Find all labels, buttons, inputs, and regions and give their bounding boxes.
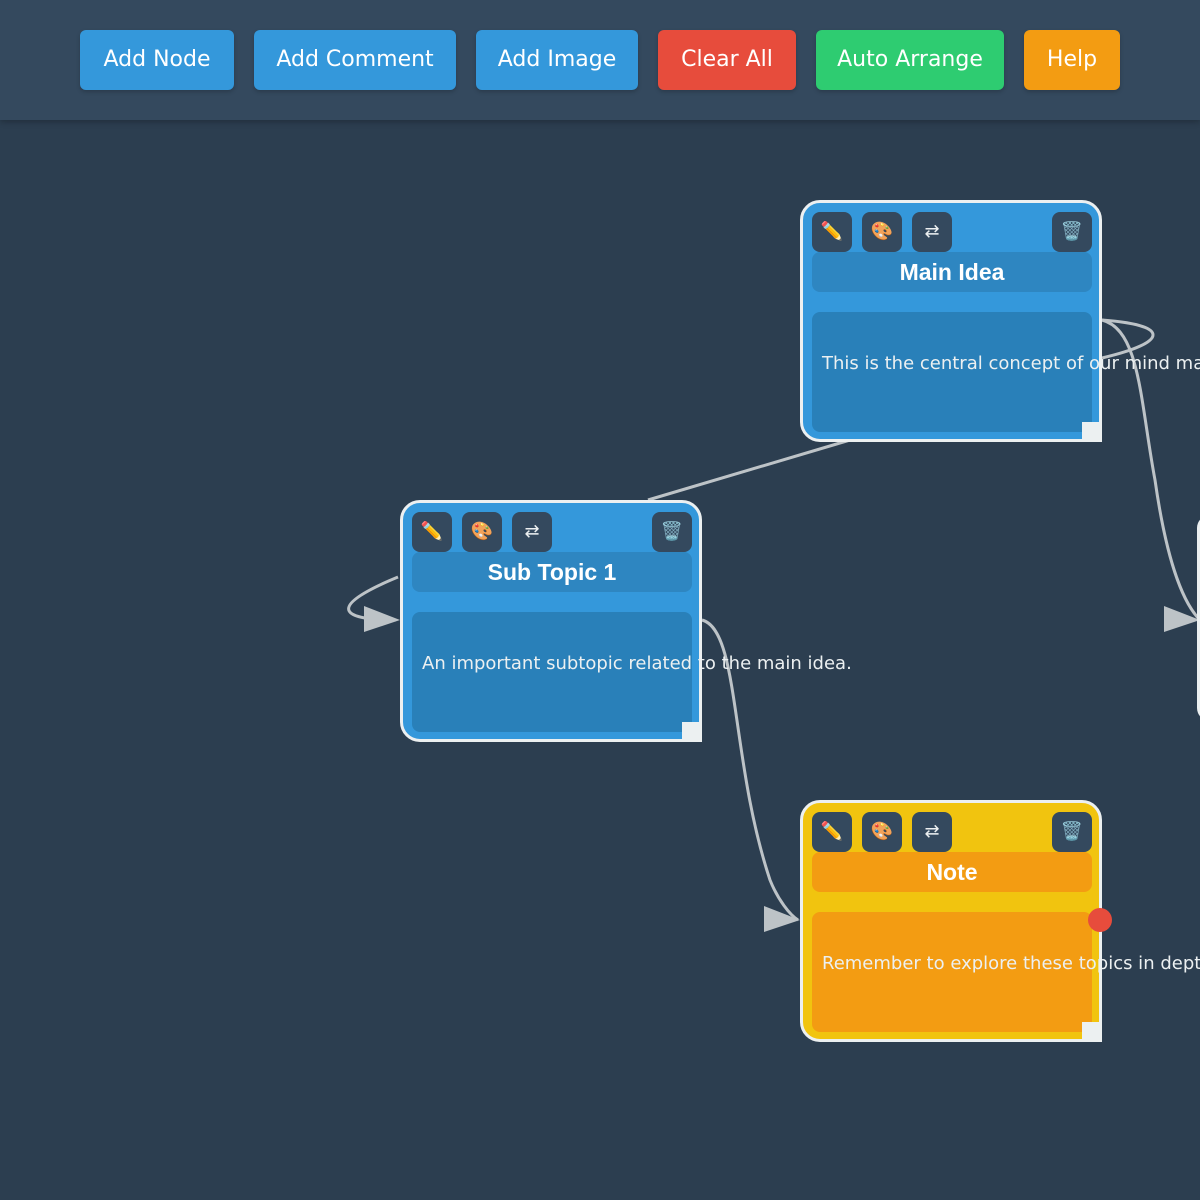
link-main-to-offscreen[interactable] [1101, 318, 1155, 360]
resize-handle[interactable] [1082, 1022, 1102, 1042]
add-image-button[interactable]: Add Image [476, 30, 638, 90]
help-button[interactable]: Help [1024, 30, 1120, 90]
node-title[interactable]: Sub Topic 1 [412, 552, 692, 592]
swap-arrows-icon: ⇄ [924, 821, 940, 842]
delete-node-button[interactable]: 🗑️ [652, 512, 692, 552]
pencil-icon: ✏️ [820, 221, 844, 242]
connect-node-button[interactable]: ⇄ [912, 212, 952, 252]
node-title[interactable]: Main Idea [812, 252, 1092, 292]
node-title[interactable]: Note [812, 852, 1092, 892]
palette-icon: 🎨 [870, 821, 894, 842]
node-text: An important subtopic related to the mai… [422, 653, 852, 674]
edit-node-button[interactable]: ✏️ [412, 512, 452, 552]
edit-node-button[interactable]: ✏️ [812, 212, 852, 252]
node-body[interactable]: An important subtopic related to the mai… [412, 612, 852, 732]
trash-icon: 🗑️ [1060, 821, 1084, 842]
connector-dot[interactable] [1088, 908, 1112, 932]
resize-handle[interactable] [682, 722, 702, 742]
link-subtopic-to-note[interactable] [701, 618, 799, 922]
pencil-icon: ✏️ [420, 521, 444, 542]
connect-node-button[interactable]: ⇄ [512, 512, 552, 552]
link-arrowhead [764, 906, 800, 932]
node-body[interactable]: This is the central concept of our mind … [812, 312, 1200, 432]
color-node-button[interactable]: 🎨 [862, 212, 902, 252]
swap-arrows-icon: ⇄ [924, 221, 940, 242]
trash-icon: 🗑️ [1060, 221, 1084, 242]
swap-arrows-icon: ⇄ [524, 521, 540, 542]
color-node-button[interactable]: 🎨 [862, 812, 902, 852]
offscreen-node-edge[interactable] [1197, 515, 1200, 721]
node-sub-topic-1[interactable]: ✏️ 🎨 ⇄ 🗑️ Sub Topic 1 An important subto… [400, 500, 852, 742]
delete-node-button[interactable]: 🗑️ [1052, 812, 1092, 852]
mind-map-canvas[interactable]: ✏️ 🎨 ⇄ 🗑️ Main Idea This is the central … [0, 120, 1200, 1200]
node-body[interactable]: Remember to explore these topics in dept… [812, 912, 1200, 1032]
link-arrowhead [364, 606, 400, 632]
color-node-button[interactable]: 🎨 [462, 512, 502, 552]
node-text: This is the central concept of our mind … [822, 353, 1200, 374]
node-note[interactable]: ✏️ 🎨 ⇄ 🗑️ Note Remember to explore these… [800, 800, 1200, 1042]
link-arrowhead [1164, 606, 1200, 632]
node-text: Remember to explore these topics in dept… [822, 953, 1200, 974]
toolbar: Add Node Add Comment Add Image Clear All… [0, 0, 1200, 120]
palette-icon: 🎨 [470, 521, 494, 542]
connect-node-button[interactable]: ⇄ [912, 812, 952, 852]
node-main-idea[interactable]: ✏️ 🎨 ⇄ 🗑️ Main Idea This is the central … [800, 200, 1200, 442]
link-main-to-offscreen-node[interactable] [1101, 318, 1200, 622]
clear-all-button[interactable]: Clear All [658, 30, 796, 90]
resize-handle[interactable] [1082, 422, 1102, 442]
edit-node-button[interactable]: ✏️ [812, 812, 852, 852]
link-main-to-subtopic[interactable] [647, 438, 851, 502]
pencil-icon: ✏️ [820, 821, 844, 842]
connection-links [347, 318, 1200, 932]
auto-arrange-button[interactable]: Auto Arrange [816, 30, 1004, 90]
palette-icon: 🎨 [870, 221, 894, 242]
add-comment-button[interactable]: Add Comment [254, 30, 456, 90]
trash-icon: 🗑️ [660, 521, 684, 542]
delete-node-button[interactable]: 🗑️ [1052, 212, 1092, 252]
add-node-button[interactable]: Add Node [80, 30, 234, 90]
